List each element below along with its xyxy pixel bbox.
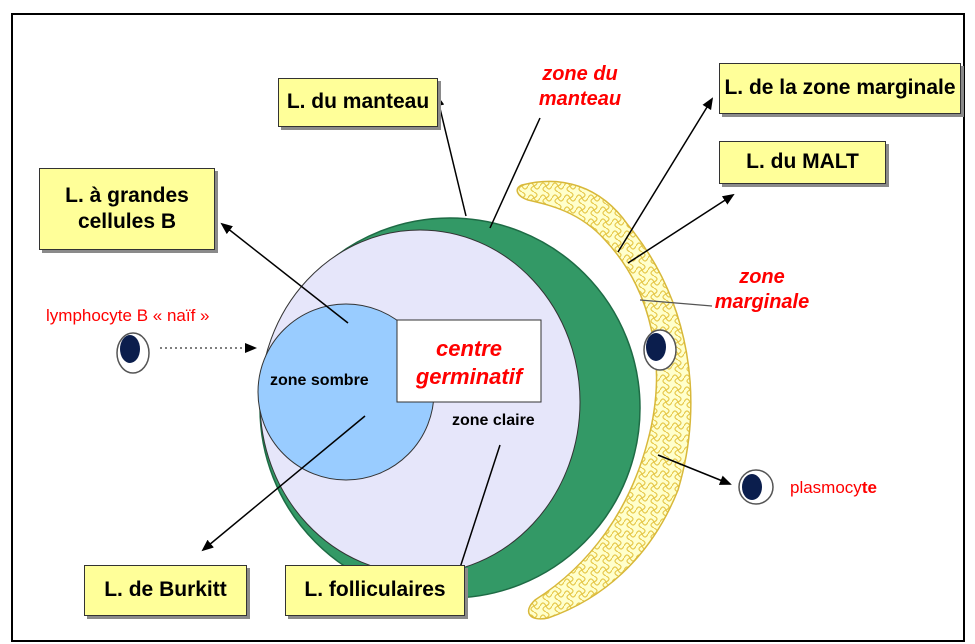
box-lymphome-grandes-cellules: L. à grandes cellules B [39, 168, 215, 250]
outer-border [11, 13, 965, 642]
arrow-to-manteau [434, 94, 467, 217]
arrow-zone-du-manteau [489, 117, 541, 229]
label-plasmocyte: plasmocyte [790, 478, 877, 498]
arrow-to-burkitt [201, 415, 366, 552]
marginal-b-cell-icon [643, 329, 677, 371]
arrow-to-folliculaires [454, 444, 501, 582]
label-zone-claire: zone claire [452, 412, 535, 429]
arrow-to-zone-marginale-box [617, 97, 714, 253]
label-centre-germinatif: centre germinatif [415, 336, 523, 389]
label-plasmocyte-suffix: te [861, 478, 877, 497]
arrow-to-grandes-cellules [220, 222, 349, 324]
box-lymphomes-folliculaires: L. folliculaires [285, 565, 465, 616]
naive-b-cell-icon [116, 332, 150, 374]
arrow-to-malt [627, 193, 735, 264]
label-zone-marginale: zone marginale [714, 266, 810, 313]
plasmocyte-icon [738, 469, 774, 505]
zone-marginale-pointer [639, 299, 713, 307]
label-zone-du-manteau: zone du manteau [538, 63, 622, 110]
marginal-zone-shape [516, 180, 692, 620]
arrow-to-plasmocyte [657, 454, 732, 485]
label-plasmocyte-prefix: plasmocy [790, 478, 862, 497]
box-lymphome-manteau: L. du manteau [278, 78, 438, 127]
germinal-center-box [396, 319, 542, 403]
box-lymphome-zone-marginale: L. de la zone marginale [719, 63, 961, 114]
box-lymphome-malt: L. du MALT [719, 141, 886, 184]
box-lymphome-burkitt: L. de Burkitt [84, 565, 247, 616]
label-zone-sombre: zone sombre [270, 372, 369, 389]
label-lymphocyte-naif: lymphocyte B « naïf » [46, 306, 210, 325]
